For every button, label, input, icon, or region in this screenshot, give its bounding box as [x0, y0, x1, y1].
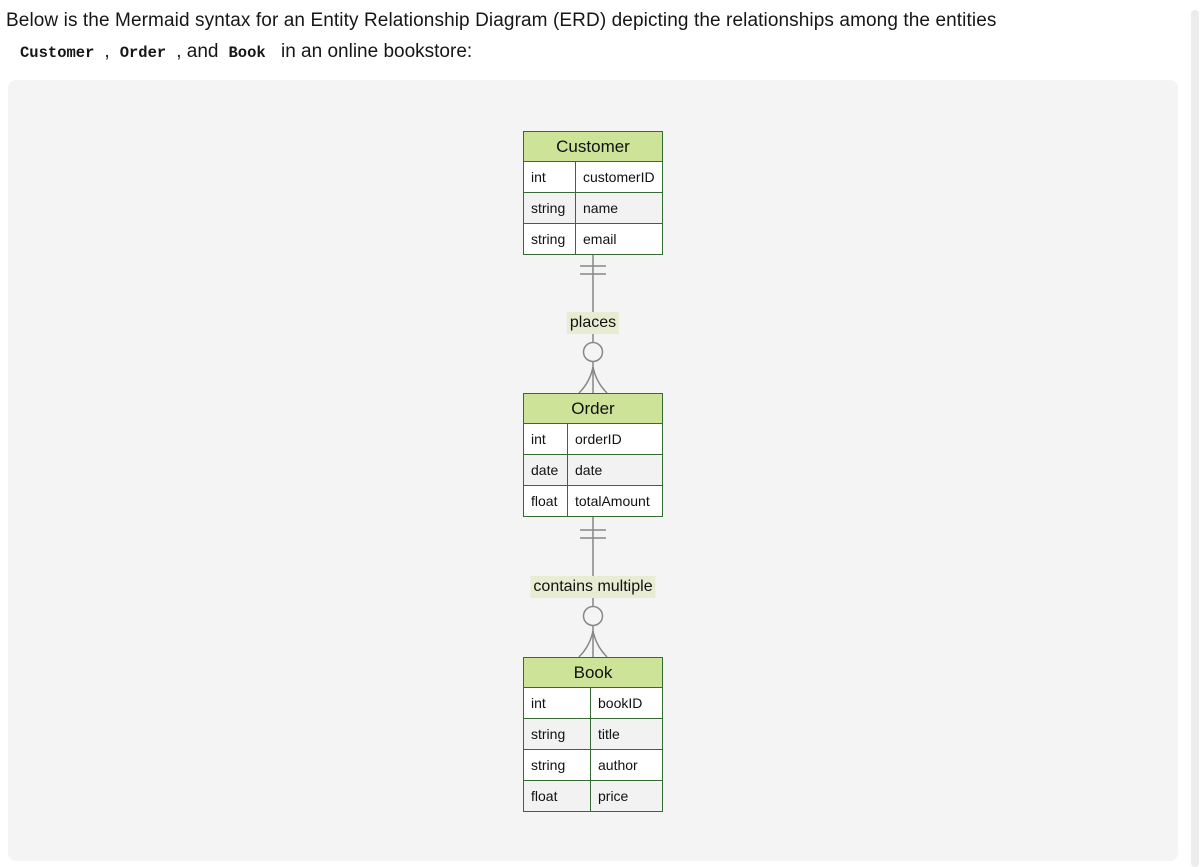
entity-book-title: Book: [524, 658, 662, 687]
intro-line-2-tail: in an online bookstore:: [275, 41, 473, 62]
intro-line-1: Below is the Mermaid syntax for an Entit…: [6, 10, 997, 31]
attr-name-cell: author: [591, 750, 662, 780]
exactly-one-marker: [580, 265, 606, 275]
entity-book: Book int bookID string title string auth…: [523, 657, 663, 812]
attr-type-cell: string: [524, 750, 590, 780]
attr-type-cell: string: [524, 193, 575, 223]
zero-marker-circle: [582, 605, 604, 627]
inline-code-order: Order: [119, 44, 167, 62]
intro-line-2: Customer , Order , and Book in an online…: [6, 39, 1186, 66]
attr-name-cell: price: [591, 781, 662, 811]
attr-name-cell: title: [591, 719, 662, 749]
attr-name-cell: name: [576, 193, 662, 223]
attr-type-cell: int: [524, 688, 590, 718]
attr-type-cell: float: [524, 781, 590, 811]
many-marker-crowfoot: [578, 630, 608, 658]
attr-name-cell: bookID: [591, 688, 662, 718]
attr-type-cell: int: [524, 424, 567, 454]
relationship-label-places: places: [566, 312, 620, 334]
many-marker-crowfoot: [578, 366, 608, 394]
diagram-panel: places contains multiple Customer int cu…: [8, 80, 1178, 861]
attr-type-cell: date: [524, 455, 567, 485]
attr-type-cell: float: [524, 486, 567, 516]
inline-code-book: Book: [228, 44, 266, 62]
intro-comma-2: , and: [176, 41, 219, 62]
exactly-one-marker: [580, 529, 606, 539]
attr-type-cell: int: [524, 162, 575, 192]
entity-order: Order int orderID date date float totalA…: [523, 393, 663, 517]
inline-code-customer: Customer: [20, 44, 95, 62]
entity-customer-title: Customer: [524, 132, 662, 161]
attr-type-cell: string: [524, 224, 575, 254]
scrollbar-thumb[interactable]: [1191, 10, 1199, 867]
entity-order-title: Order: [524, 394, 662, 423]
attr-name-cell: totalAmount: [568, 486, 662, 516]
zero-marker-circle: [582, 341, 604, 363]
relationship-label-contains-multiple: contains multiple: [530, 576, 656, 598]
intro-comma-1: ,: [104, 41, 110, 62]
attr-name-cell: orderID: [568, 424, 662, 454]
attr-type-cell: string: [524, 719, 590, 749]
entity-customer: Customer int customerID string name stri…: [523, 131, 663, 255]
attr-name-cell: customerID: [576, 162, 662, 192]
attr-name-cell: date: [568, 455, 662, 485]
attr-name-cell: email: [576, 224, 662, 254]
intro: Below is the Mermaid syntax for an Entit…: [6, 8, 1186, 66]
